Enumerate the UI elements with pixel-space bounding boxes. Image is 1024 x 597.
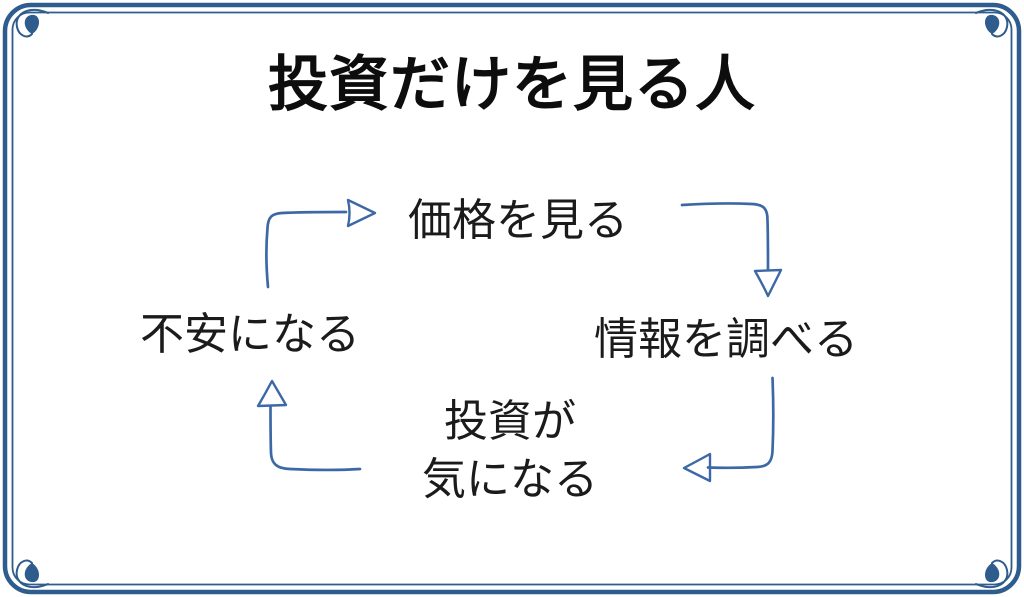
arrow-right-to-bottom-icon: [682, 376, 775, 483]
cycle-node-research-info: 情報を調べる: [594, 315, 858, 364]
cycle-node-become-anxious: 不安になる: [140, 310, 360, 359]
cycle-node-worry-about-investment: 投資が 気になる: [422, 393, 598, 509]
page-title: 投資だけを見る人: [268, 51, 756, 118]
inner-border: [11, 11, 1013, 586]
arrow-bottom-to-left-icon: [256, 379, 362, 472]
arrow-left-to-top-icon: [265, 198, 377, 289]
cycle-node-look-at-price: 価格を見る: [408, 196, 628, 245]
arrow-top-to-right-icon: [680, 202, 783, 298]
cycle-node-worry-line1: 投資が: [444, 397, 576, 446]
cycle-node-worry-line2: 気になる: [422, 455, 598, 504]
